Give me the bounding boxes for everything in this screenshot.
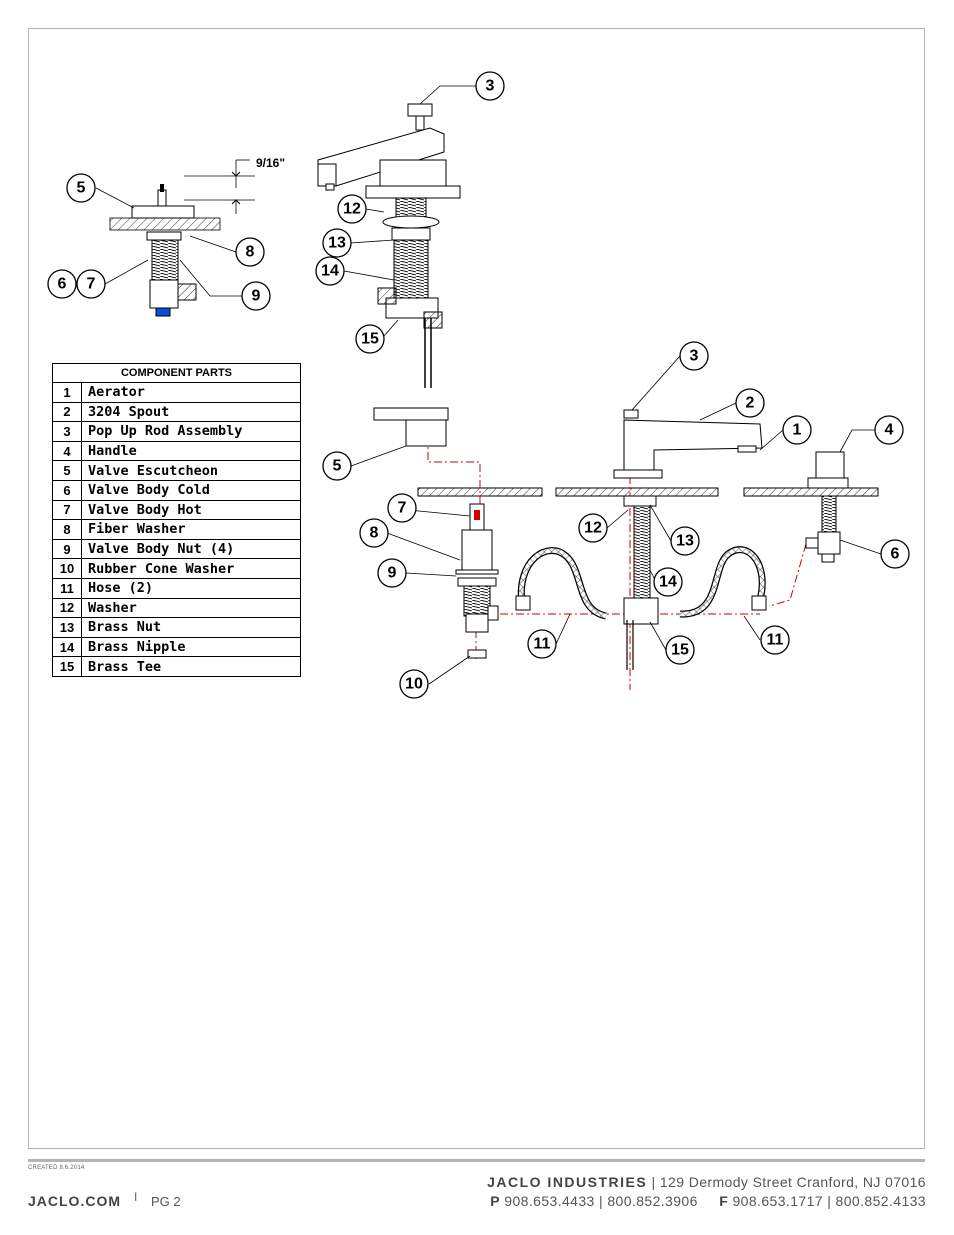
svg-text:3: 3: [486, 78, 495, 95]
svg-text:9: 9: [252, 288, 261, 305]
page-number: PG 2: [151, 1194, 181, 1209]
svg-text:15: 15: [361, 331, 379, 348]
svg-text:9: 9: [388, 565, 397, 582]
svg-text:7: 7: [398, 500, 407, 517]
phone-numbers: 908.653.4433 | 800.852.3906: [504, 1193, 698, 1209]
company-name: JACLO INDUSTRIES: [487, 1174, 648, 1190]
svg-text:2: 2: [746, 395, 755, 412]
callout-4: 4: [874, 415, 904, 445]
callout-3-top: 3: [475, 71, 505, 101]
svg-text:5: 5: [77, 180, 86, 197]
footer-separator: I: [134, 1190, 138, 1204]
svg-text:15: 15: [671, 642, 689, 659]
spout-exploded-drawing: [317, 103, 461, 388]
svg-text:8: 8: [370, 525, 379, 542]
callout-7-main: 7: [387, 493, 417, 523]
svg-text:7: 7: [87, 276, 96, 293]
callout-6-detail: 6: [47, 269, 77, 299]
svg-text:1: 1: [793, 422, 802, 439]
callout-9-detail: 9: [241, 281, 271, 311]
address: | 129 Dermody Street Cranford, NJ 07016: [651, 1174, 926, 1190]
svg-text:3: 3: [690, 348, 699, 365]
callout-2: 2: [735, 388, 765, 418]
callout-6-main: 6: [880, 539, 910, 569]
callout-8-detail: 8: [235, 237, 265, 267]
callout-1: 1: [782, 415, 812, 445]
footer-rule: [28, 1159, 925, 1162]
svg-text:13: 13: [676, 533, 694, 550]
svg-text:11: 11: [534, 636, 551, 653]
page-frame: [28, 28, 925, 1149]
created-date: CREATED 8.6.2014: [28, 1165, 85, 1171]
contact-numbers: P 908.653.4433 | 800.852.3906 F 908.653.…: [490, 1193, 926, 1209]
callout-13-main: 13: [670, 526, 700, 556]
callout-9-main: 9: [377, 558, 407, 588]
main-assembly-drawing: [373, 407, 879, 690]
svg-text:14: 14: [321, 263, 339, 280]
callout-12-main: 12: [578, 513, 608, 543]
svg-text:6: 6: [58, 276, 67, 293]
callout-5-main: 5: [322, 451, 352, 481]
svg-text:11: 11: [767, 632, 784, 649]
callout-3-main: 3: [679, 341, 709, 371]
valve-detail-drawing: 9/16": [109, 156, 285, 317]
svg-text:5: 5: [333, 458, 342, 475]
site-link[interactable]: JACLO.COM: [28, 1193, 121, 1209]
svg-text:6: 6: [891, 546, 900, 563]
fax-label: F: [719, 1193, 729, 1209]
phone-label: P: [490, 1193, 500, 1209]
callout-5-detail: 5: [66, 173, 96, 203]
svg-text:13: 13: [328, 235, 346, 252]
svg-text:12: 12: [584, 520, 602, 537]
callout-14-top: 14: [315, 256, 345, 286]
callout-14-main: 14: [653, 567, 683, 597]
callout-15-top: 15: [355, 324, 385, 354]
svg-text:8: 8: [246, 244, 255, 261]
svg-text:14: 14: [659, 574, 677, 591]
callout-7-detail: 7: [76, 269, 106, 299]
callout-13-top: 13: [322, 228, 352, 258]
svg-text:4: 4: [885, 422, 894, 439]
svg-text:12: 12: [343, 201, 361, 218]
callout-11-left: 11: [527, 629, 557, 659]
table-header: COMPONENT PARTS: [52, 363, 301, 383]
callout-8-main: 8: [359, 518, 389, 548]
company-address: JACLO INDUSTRIES | 129 Dermody Street Cr…: [487, 1174, 926, 1190]
callout-11-right: 11: [760, 625, 790, 655]
svg-text:10: 10: [405, 676, 423, 693]
callout-15-main: 15: [665, 635, 695, 665]
callout-12-top: 12: [337, 194, 367, 224]
callout-10: 10: [399, 669, 429, 699]
fax-numbers: 908.653.1717 | 800.852.4133: [732, 1193, 926, 1209]
dimension-label: 9/16": [256, 156, 285, 170]
